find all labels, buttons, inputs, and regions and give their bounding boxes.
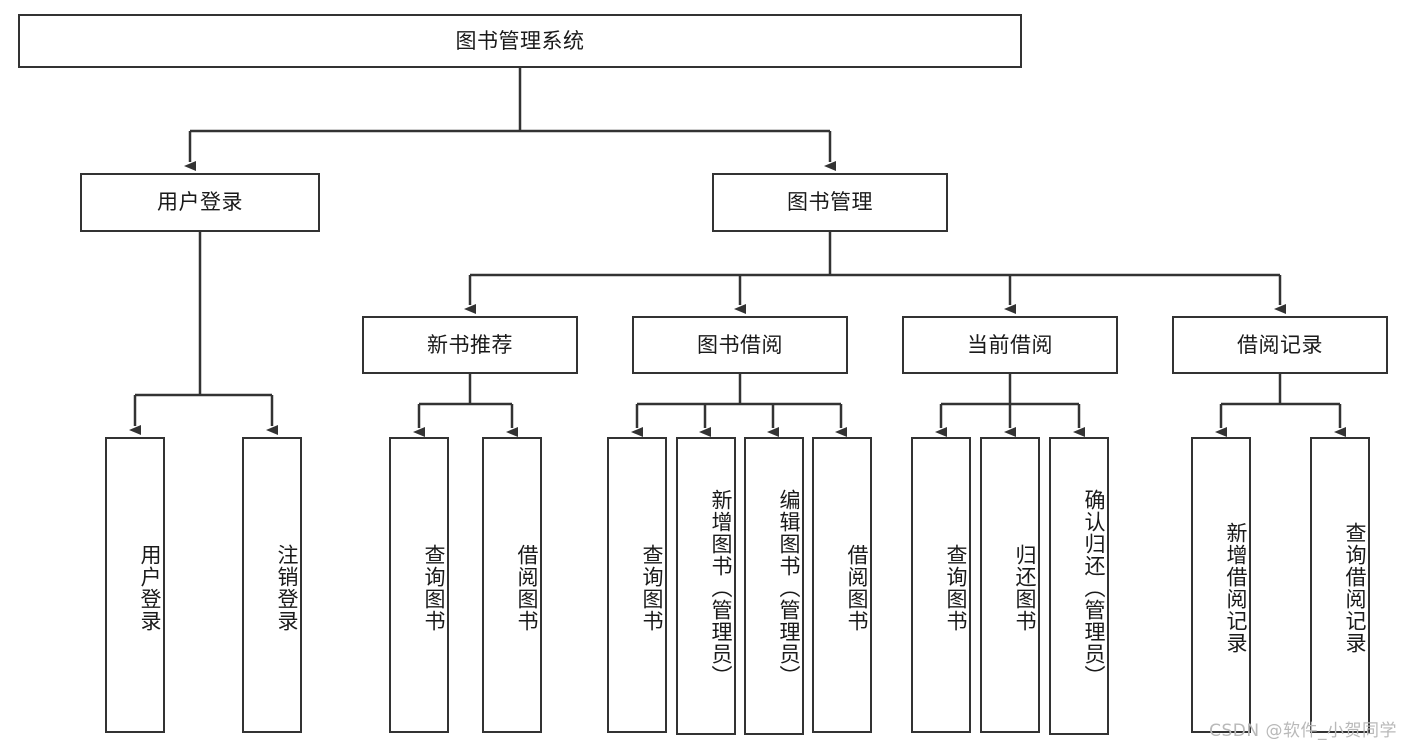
node-leaf-query-book-1[interactable]: 查询图书 xyxy=(389,437,449,733)
node-current-borrow[interactable]: 当前借阅 xyxy=(902,316,1118,374)
node-leaf-query-book-2[interactable]: 查询图书 xyxy=(607,437,667,733)
node-leaf-query-book-2-label: 查询图书 xyxy=(640,544,664,632)
node-leaf-add-record[interactable]: 新增借阅记录 xyxy=(1191,437,1251,733)
node-leaf-confirm-return[interactable]: 确认归还（管理员） xyxy=(1049,437,1109,735)
node-current-borrow-label: 当前借阅 xyxy=(967,332,1053,357)
node-leaf-edit-book[interactable]: 编辑图书（管理员） xyxy=(744,437,804,735)
node-leaf-add-book[interactable]: 新增图书（管理员） xyxy=(676,437,736,735)
node-leaf-borrow-book-1[interactable]: 借阅图书 xyxy=(482,437,542,733)
node-leaf-confirm-return-label: 确认归还（管理员） xyxy=(1082,489,1106,687)
node-user-login-label: 用户登录 xyxy=(157,190,243,215)
node-new-book-rec[interactable]: 新书推荐 xyxy=(362,316,578,374)
node-borrow-record[interactable]: 借阅记录 xyxy=(1172,316,1388,374)
node-book-borrow-label: 图书借阅 xyxy=(697,332,783,357)
node-leaf-edit-book-label: 编辑图书（管理员） xyxy=(777,489,801,687)
node-leaf-user-logout-label: 注销登录 xyxy=(275,544,299,632)
node-leaf-borrow-book-2-label: 借阅图书 xyxy=(845,544,869,632)
node-book-manage[interactable]: 图书管理 xyxy=(712,173,948,232)
node-new-book-rec-label: 新书推荐 xyxy=(427,332,513,357)
node-leaf-user-logout[interactable]: 注销登录 xyxy=(242,437,302,733)
node-leaf-return-book[interactable]: 归还图书 xyxy=(980,437,1040,733)
node-user-login[interactable]: 用户登录 xyxy=(80,173,320,232)
node-leaf-add-record-label: 新增借阅记录 xyxy=(1224,522,1248,654)
node-book-borrow[interactable]: 图书借阅 xyxy=(632,316,848,374)
node-leaf-query-record-label: 查询借阅记录 xyxy=(1343,522,1367,654)
node-leaf-return-book-label: 归还图书 xyxy=(1013,544,1037,632)
node-leaf-query-book-3-label: 查询图书 xyxy=(944,544,968,632)
node-book-manage-label: 图书管理 xyxy=(787,190,873,215)
node-root[interactable]: 图书管理系统 xyxy=(18,14,1022,68)
node-leaf-user-login-label: 用户登录 xyxy=(138,544,162,632)
node-leaf-borrow-book-2[interactable]: 借阅图书 xyxy=(812,437,872,733)
node-leaf-query-book-1-label: 查询图书 xyxy=(422,544,446,632)
node-leaf-add-book-label: 新增图书（管理员） xyxy=(709,489,733,687)
node-borrow-record-label: 借阅记录 xyxy=(1237,332,1323,357)
node-root-label: 图书管理系统 xyxy=(455,28,585,53)
node-leaf-user-login[interactable]: 用户登录 xyxy=(105,437,165,733)
node-leaf-query-record[interactable]: 查询借阅记录 xyxy=(1310,437,1370,733)
node-leaf-borrow-book-1-label: 借阅图书 xyxy=(515,544,539,632)
watermark-label: CSDN @软件_小贺同学 xyxy=(1209,721,1397,741)
node-leaf-query-book-3[interactable]: 查询图书 xyxy=(911,437,971,733)
